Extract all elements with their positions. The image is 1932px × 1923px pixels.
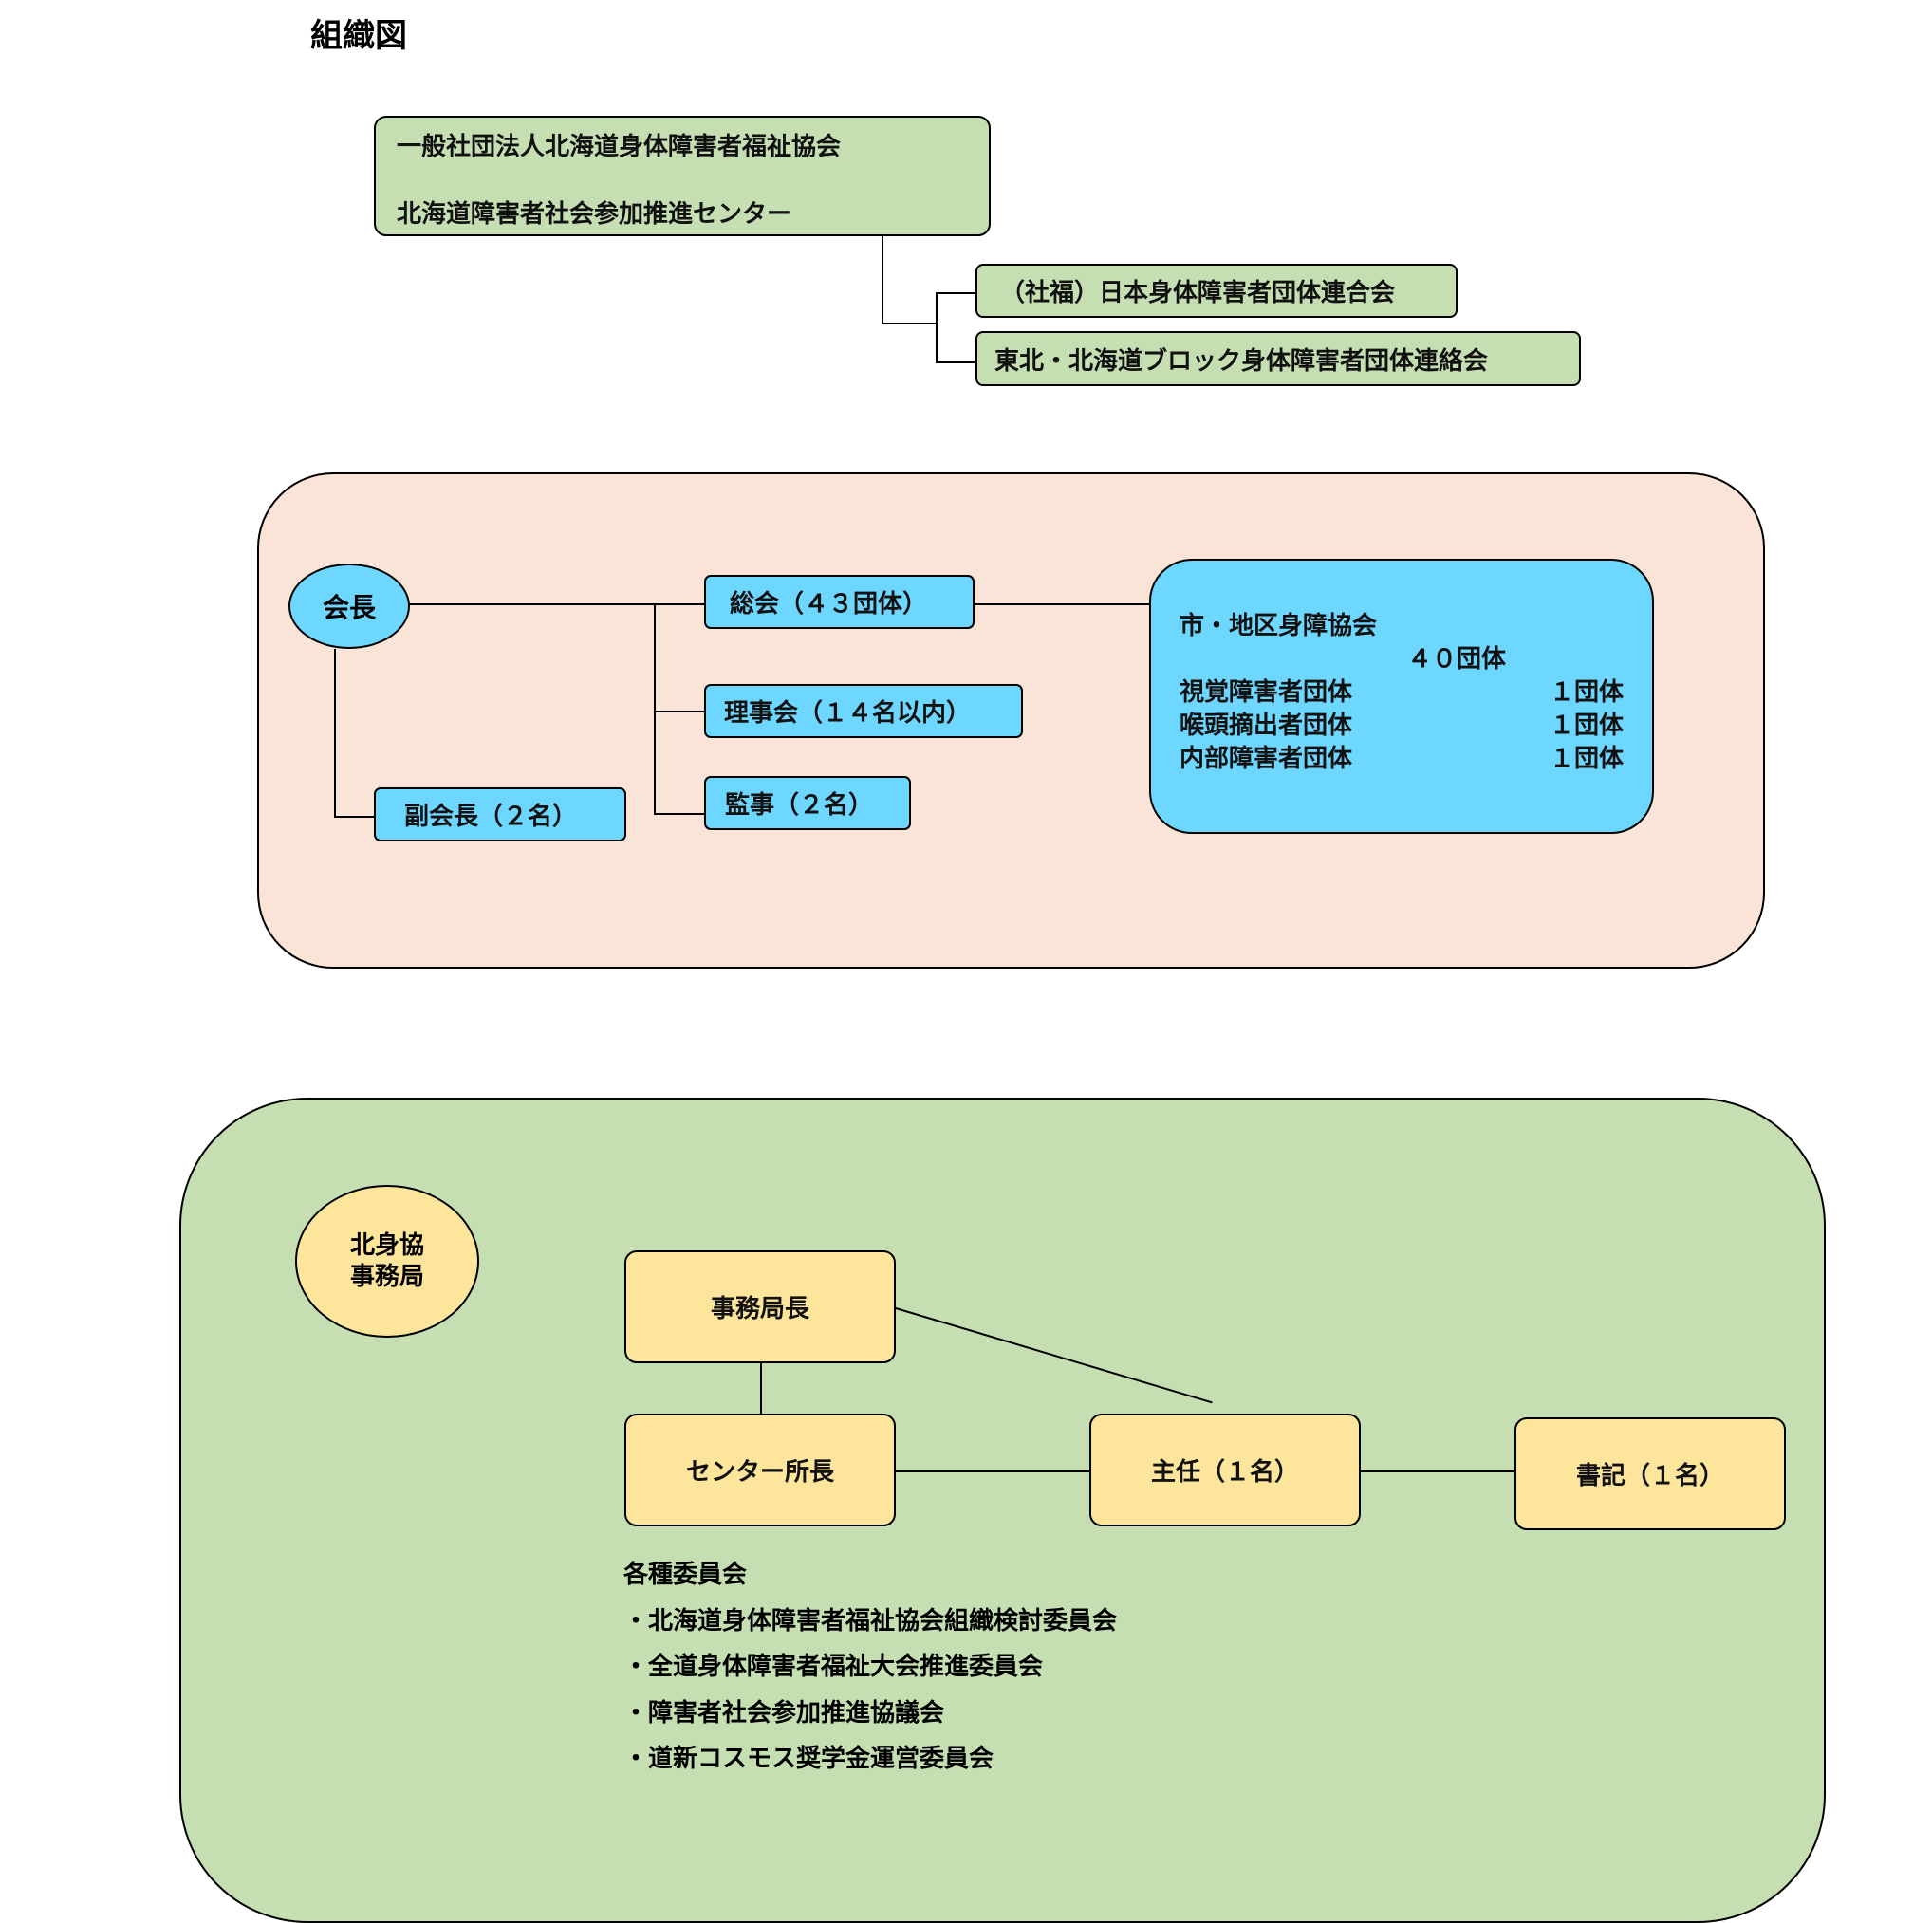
member-row-visual-count: １団体 — [1550, 678, 1625, 707]
committee-item: ・北海道身体障害者福祉協会組織検討委員会 — [623, 1606, 1118, 1636]
secretariat-node: 北身協 事務局 — [295, 1185, 479, 1338]
chief-box: 主任（１名） — [1089, 1414, 1361, 1526]
org-name-line2: 北海道障害者社会参加推進センター — [397, 200, 792, 229]
connector-vice — [334, 816, 374, 818]
auditors-box: 監事（２名） — [704, 776, 911, 830]
chief-label: 主任（１名） — [1150, 1458, 1299, 1487]
committee-item: ・道新コスモス奨学金運営委員会 — [623, 1745, 994, 1773]
connector-president-assembly — [410, 603, 704, 605]
clerk-label: 書記（１名） — [1575, 1462, 1724, 1490]
vice-president-box: 副会長（２名） — [374, 787, 626, 841]
clerk-box: 書記（１名） — [1514, 1417, 1786, 1530]
org-box: 一般社団法人北海道身体障害者福祉協会 北海道障害者社会参加推進センター — [374, 116, 991, 236]
affiliate-box-1: （社福）日本身体障害者団体連合会 — [975, 264, 1458, 318]
member-row-internal-name: 内部障害者団体 — [1180, 745, 1353, 773]
connector-affiliate1 — [936, 292, 975, 294]
connector-org-right — [882, 323, 937, 324]
board-label: 理事会（１４名以内） — [724, 699, 972, 728]
connector-assembly-members — [974, 603, 1149, 605]
connector-president-vice — [334, 649, 336, 817]
committees-list: 各種委員会 ・北海道身体障害者福祉協会組織検討委員会 ・全道身体障害者福祉大会推… — [623, 1552, 1117, 1783]
connector-affiliates — [936, 292, 938, 362]
vice-president-label: 副会長（２名） — [404, 803, 578, 831]
member-groups-box: 市・地区身障協会 ４０団体 視覚障害者団体 １団体 喉頭摘出者団体 １団体 内部… — [1149, 559, 1654, 834]
connector-affiliate2 — [936, 361, 975, 363]
general-assembly-box: 総会（４３団体） — [704, 575, 975, 629]
connector-director-center — [760, 1363, 762, 1414]
general-assembly-label: 総会（４３団体） — [730, 590, 928, 619]
president-node: 会長 — [288, 564, 410, 649]
connector-board — [654, 711, 704, 712]
secretariat-label-line2: 事務局 — [349, 1262, 424, 1291]
connector-center-chief — [896, 1470, 1090, 1472]
member-row-laryngectomy-name: 喉頭摘出者団体 — [1180, 712, 1353, 740]
member-groups-line1-count: ４０団体 — [1407, 645, 1507, 674]
connector-chief-clerk — [1361, 1470, 1515, 1472]
committee-item: ・障害者社会参加推進協議会 — [623, 1698, 945, 1728]
committee-item: ・全道身体障害者福祉大会推進委員会 — [623, 1653, 1044, 1681]
connector-org-down — [882, 236, 883, 324]
affiliate-box-2: 東北・北海道ブロック身体障害者団体連絡会 — [975, 331, 1581, 386]
org-name-line1: 一般社団法人北海道身体障害者福祉協会 — [397, 133, 842, 161]
page-title: 組織図 — [310, 17, 407, 55]
auditors-label: 監事（２名） — [725, 791, 874, 820]
secretariat-label-line1: 北身協 — [349, 1230, 424, 1260]
member-row-internal-count: １団体 — [1550, 745, 1625, 773]
connector-assembly-branch — [654, 603, 656, 814]
affiliate-label-1: （社福）日本身体障害者団体連合会 — [1000, 279, 1396, 307]
committees-title: 各種委員会 — [623, 1561, 748, 1589]
member-row-laryngectomy: 喉頭摘出者団体 １団体 — [1180, 710, 1652, 743]
board-box: 理事会（１４名以内） — [704, 684, 1023, 738]
center-director-box: センター所長 — [624, 1414, 896, 1526]
director-label: 事務局長 — [710, 1295, 809, 1323]
member-row-internal: 内部障害者団体 １団体 — [1180, 743, 1652, 776]
center-director-label: センター所長 — [685, 1458, 834, 1487]
director-box: 事務局長 — [624, 1250, 896, 1363]
member-row-laryngectomy-count: １団体 — [1550, 712, 1625, 740]
affiliate-label-2: 東北・北海道ブロック身体障害者団体連絡会 — [994, 346, 1489, 376]
member-row-visual: 視覚障害者団体 １団体 — [1180, 676, 1652, 710]
connector-auditors — [654, 813, 704, 815]
president-label: 会長 — [322, 592, 376, 623]
member-groups-line1: 市・地区身障協会 — [1180, 612, 1378, 640]
member-row-visual-name: 視覚障害者団体 — [1180, 678, 1353, 707]
